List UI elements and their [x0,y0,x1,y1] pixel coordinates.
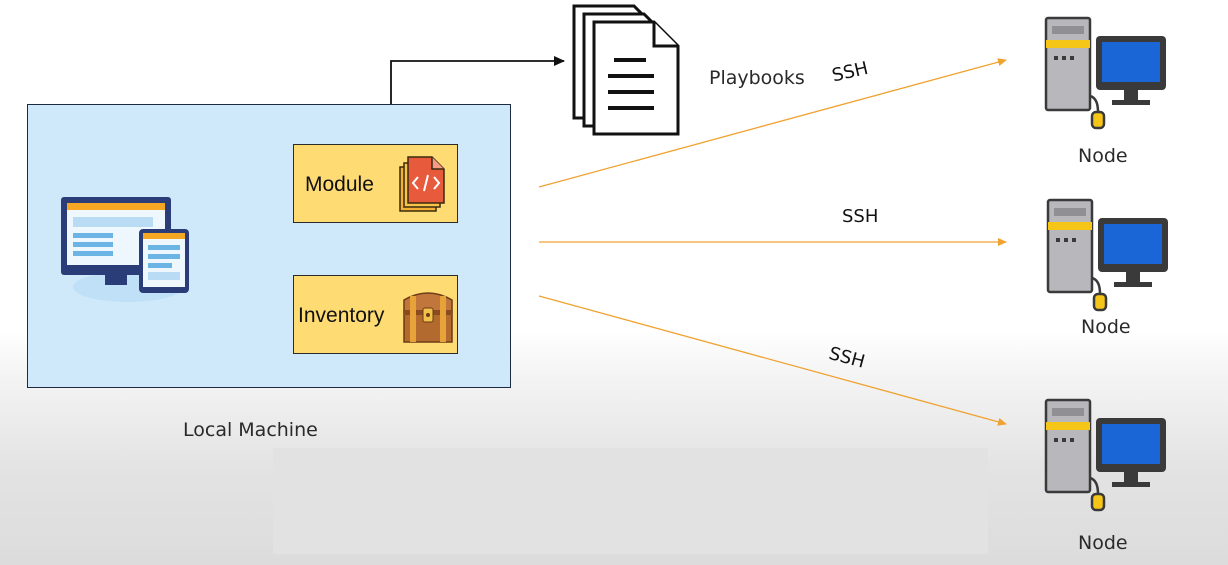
documents-icon [572,4,680,136]
desktop-tablet-icon [61,197,189,302]
node-label-2: Node [1081,316,1131,338]
playbooks-label: Playbooks [709,67,805,89]
caption-overlay [273,448,988,554]
ssh-label-2: SSH [842,206,879,227]
code-files-icon [399,156,445,212]
computer-tower-icon [1046,198,1168,312]
module-box: Module [293,144,458,223]
inventory-box: Inventory [293,275,458,354]
module-label: Module [305,173,374,196]
node-label-1: Node [1078,145,1128,167]
treasure-chest-icon [403,292,453,343]
computer-tower-icon [1044,398,1166,512]
inventory-label: Inventory [298,304,385,327]
ssh-arrow-3 [538,295,1007,426]
computer-tower-icon [1044,16,1166,130]
node-label-3: Node [1078,532,1128,554]
local-machine-label: Local Machine [183,419,318,441]
ssh-arrow-1 [538,58,1007,188]
